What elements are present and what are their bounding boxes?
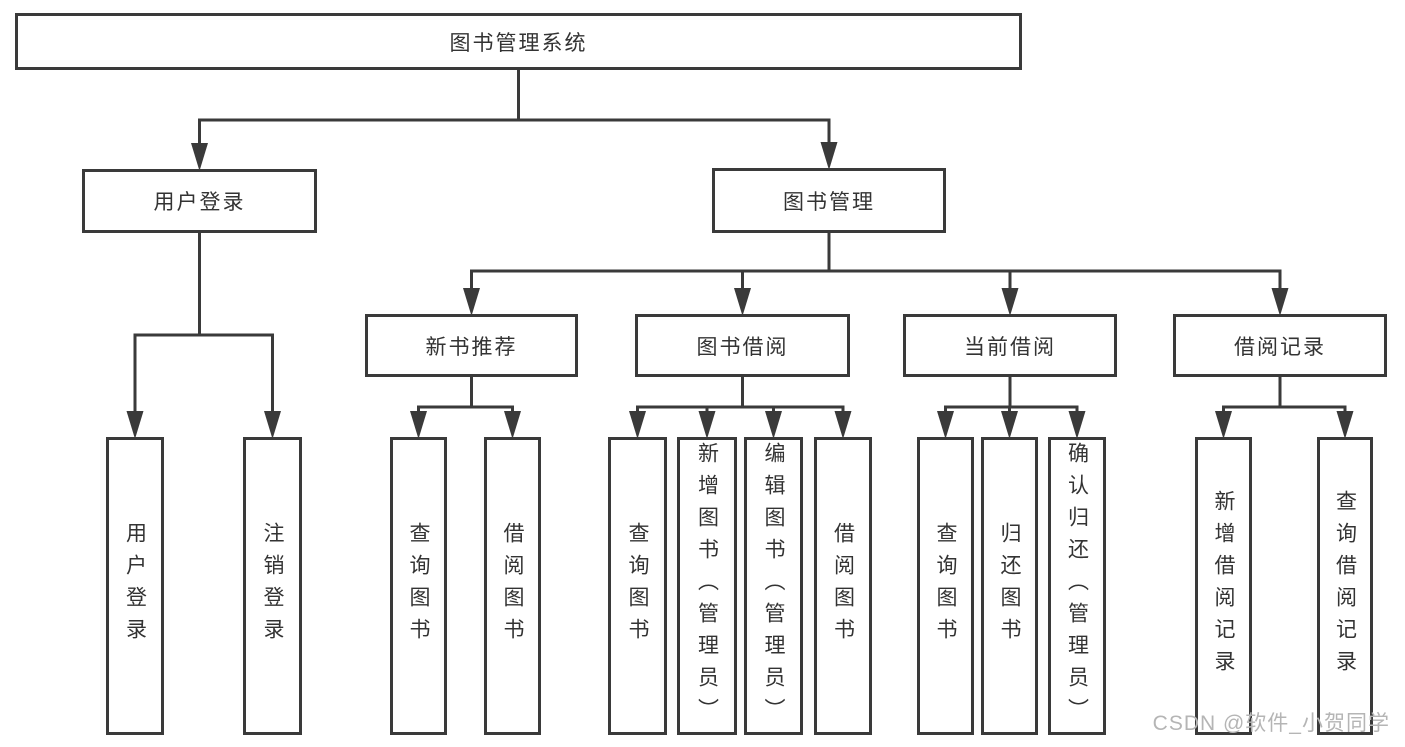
node-label-leaf-borrow-book-2: 借阅图书: [831, 522, 855, 650]
node-leaf-query-book-2: 查询图书: [608, 437, 667, 735]
node-new-book-recommend: 新书推荐: [365, 314, 578, 377]
node-label-borrowing-records: 借阅记录: [1234, 335, 1326, 359]
node-label-user-login: 用户登录: [153, 191, 246, 214]
node-current-borrowing: 当前借阅: [903, 314, 1117, 377]
node-label-leaf-logout: 注销登录: [261, 522, 284, 650]
node-user-login: 用户登录: [82, 169, 317, 233]
node-label-current-borrowing: 当前借阅: [964, 335, 1056, 359]
node-leaf-user-login: 用户登录: [106, 437, 164, 735]
node-leaf-query-book-1: 查询图书: [390, 437, 447, 735]
node-label-new-book-recommend: 新书推荐: [425, 335, 518, 359]
node-borrowing-records: 借阅记录: [1173, 314, 1387, 377]
node-leaf-borrow-book-2: 借阅图书: [814, 437, 872, 735]
node-leaf-add-book: 新增图书（管理员）: [677, 437, 737, 735]
node-leaf-edit-book: 编辑图书（管理员）: [744, 437, 803, 735]
watermark: CSDN @软件_小贺同学: [1152, 712, 1390, 735]
node-leaf-logout: 注销登录: [243, 437, 302, 735]
node-book-borrowing: 图书借阅: [635, 314, 850, 377]
node-root: 图书管理系统: [15, 13, 1022, 70]
node-label-leaf-query-book-2: 查询图书: [626, 522, 649, 650]
node-label-leaf-confirm-return: 确认归还（管理员）: [1065, 442, 1089, 730]
node-label-book-borrowing: 图书借阅: [696, 335, 789, 359]
node-label-leaf-add-borrow-record: 新增借阅记录: [1212, 490, 1235, 682]
node-leaf-query-book-3: 查询图书: [917, 437, 974, 735]
node-label-root: 图书管理系统: [449, 31, 588, 55]
node-leaf-return-book: 归还图书: [981, 437, 1038, 735]
node-label-leaf-add-book: 新增图书（管理员）: [695, 442, 719, 730]
node-leaf-confirm-return: 确认归还（管理员）: [1048, 437, 1106, 735]
node-leaf-add-borrow-record: 新增借阅记录: [1195, 437, 1252, 735]
node-label-leaf-edit-book: 编辑图书（管理员）: [762, 442, 785, 730]
node-leaf-borrow-book-1: 借阅图书: [484, 437, 541, 735]
node-label-book-management: 图书管理: [783, 190, 875, 214]
node-label-leaf-return-book: 归还图书: [998, 522, 1021, 650]
node-label-leaf-user-login: 用户登录: [123, 522, 147, 650]
node-book-management: 图书管理: [712, 168, 946, 233]
node-label-leaf-query-book-1: 查询图书: [407, 522, 430, 650]
node-label-leaf-borrow-book-1: 借阅图书: [501, 522, 524, 650]
node-label-leaf-query-book-3: 查询图书: [934, 522, 957, 650]
node-label-leaf-query-borrow-record: 查询借阅记录: [1333, 490, 1357, 682]
node-leaf-query-borrow-record: 查询借阅记录: [1317, 437, 1373, 735]
